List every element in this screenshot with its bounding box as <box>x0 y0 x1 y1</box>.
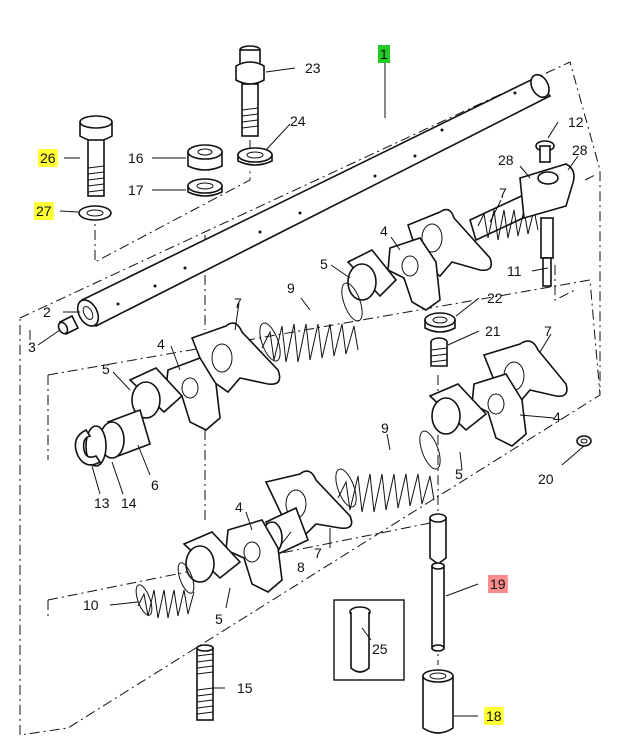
callout-9: 9 <box>381 420 389 436</box>
nut <box>187 144 223 171</box>
washer <box>85 425 107 467</box>
callout-7: 7 <box>544 323 552 339</box>
callout-5: 5 <box>102 361 110 377</box>
callout-13: 13 <box>94 495 110 511</box>
spacer <box>428 383 488 435</box>
callout-highlight <box>484 707 504 725</box>
plug <box>576 435 592 447</box>
washer <box>237 147 273 166</box>
spacer-sleeve <box>99 408 151 459</box>
stud <box>196 644 214 721</box>
bolt <box>430 337 448 367</box>
callout-12: 12 <box>568 114 584 130</box>
callout-4: 4 <box>380 223 388 239</box>
callout-highlights <box>34 45 508 725</box>
callout-7: 7 <box>499 185 507 201</box>
callout-19: 19 <box>490 576 506 592</box>
callout-9: 9 <box>287 280 295 296</box>
washer <box>424 312 456 333</box>
callout-14: 14 <box>121 495 137 511</box>
rocker-shaft <box>76 73 552 328</box>
inset-box <box>333 599 405 681</box>
callout-7: 7 <box>234 295 242 311</box>
callout-20: 20 <box>538 471 554 487</box>
callout-27: 27 <box>36 203 52 219</box>
callout-26: 26 <box>40 150 56 166</box>
callout-5: 5 <box>215 611 223 627</box>
callout-21: 21 <box>485 323 501 339</box>
callout-16: 16 <box>128 150 144 166</box>
spacer <box>346 248 398 301</box>
washer <box>187 178 223 197</box>
callout-highlight <box>488 575 508 593</box>
callout-4: 4 <box>235 499 243 515</box>
washer <box>78 205 112 221</box>
leader-lines <box>37 62 585 717</box>
callout-15: 15 <box>237 680 253 696</box>
callout-labels: 1 2 3 4 4 4 4 5 5 5 5 6 7 7 7 7 8 9 9 10… <box>28 46 588 724</box>
tappet <box>422 669 454 734</box>
callout-2: 2 <box>43 304 51 320</box>
callout-8: 8 <box>297 559 305 575</box>
callout-22: 22 <box>487 290 503 306</box>
spring <box>135 562 195 619</box>
spacer <box>182 531 242 583</box>
callout-24: 24 <box>290 113 306 129</box>
callout-4: 4 <box>157 336 165 352</box>
callout-5: 5 <box>320 256 328 272</box>
callout-28: 28 <box>498 152 514 168</box>
callout-18: 18 <box>486 708 502 724</box>
callout-7: 7 <box>314 545 322 561</box>
callout-highlight <box>378 45 390 63</box>
screw <box>535 140 555 163</box>
callout-highlight <box>38 149 58 167</box>
callout-4: 4 <box>553 409 561 425</box>
callout-11: 11 <box>507 263 522 279</box>
spacer <box>128 367 184 419</box>
spring <box>259 282 363 363</box>
callout-25: 25 <box>372 641 388 657</box>
callout-28: 28 <box>572 142 588 158</box>
callout-23: 23 <box>305 60 321 76</box>
end-bracket <box>519 163 575 287</box>
push-rod <box>429 513 447 652</box>
circlip <box>74 428 102 466</box>
stud <box>235 45 265 137</box>
callout-3: 3 <box>28 339 36 355</box>
bolt <box>79 115 113 197</box>
plug <box>57 314 80 336</box>
callout-5: 5 <box>455 466 463 482</box>
callout-6: 6 <box>151 477 159 493</box>
rocker-arm <box>190 322 281 394</box>
callout-17: 17 <box>128 182 144 198</box>
callout-10: 10 <box>83 597 99 613</box>
rocker-bracket <box>387 237 441 311</box>
callout-highlight <box>34 202 54 220</box>
spring <box>335 430 441 513</box>
callout-1: 1 <box>380 46 388 62</box>
